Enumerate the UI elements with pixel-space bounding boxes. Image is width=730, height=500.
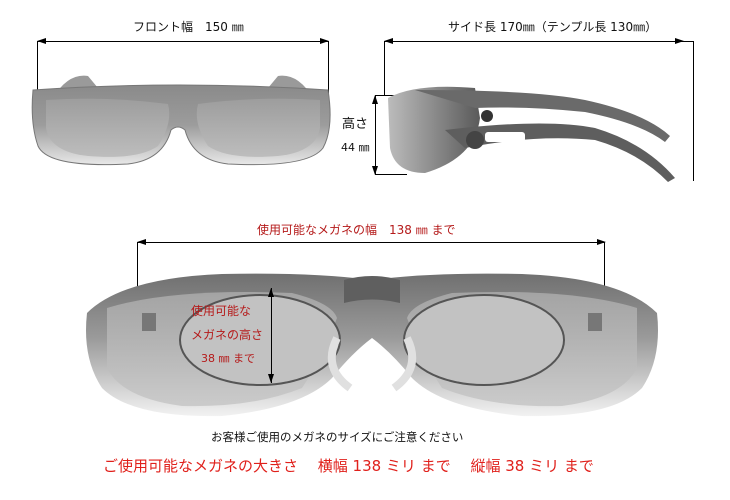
height-label: 高さ [342,117,369,132]
inner-height-label-line-2: メガネの高さ [191,328,264,342]
inner-height-label-line-1: 使用可能な [191,304,252,318]
front-width-label: フロント幅 150 ㎜ [133,20,244,34]
inner-height-label-line-3: 38 ㎜ まで [201,352,255,365]
glasses-front-image [31,75,331,166]
side-length-label: サイド長 170㎜（テンプル長 130㎜） [448,20,658,34]
glasses-inner-image [86,273,658,417]
height-value: 44 ㎜ [341,141,370,154]
size-summary-notice: ご使用可能なメガネの大きさ 横幅 138 ミリ まで 縦幅 38 ミリ まで [103,457,594,475]
inner-width-label: 使用可能なメガネの幅 138 ㎜ まで [257,223,456,237]
caution-notice: お客様ご使用のメガネのサイズにご注意ください [211,430,464,444]
glasses-side-image [388,86,675,182]
